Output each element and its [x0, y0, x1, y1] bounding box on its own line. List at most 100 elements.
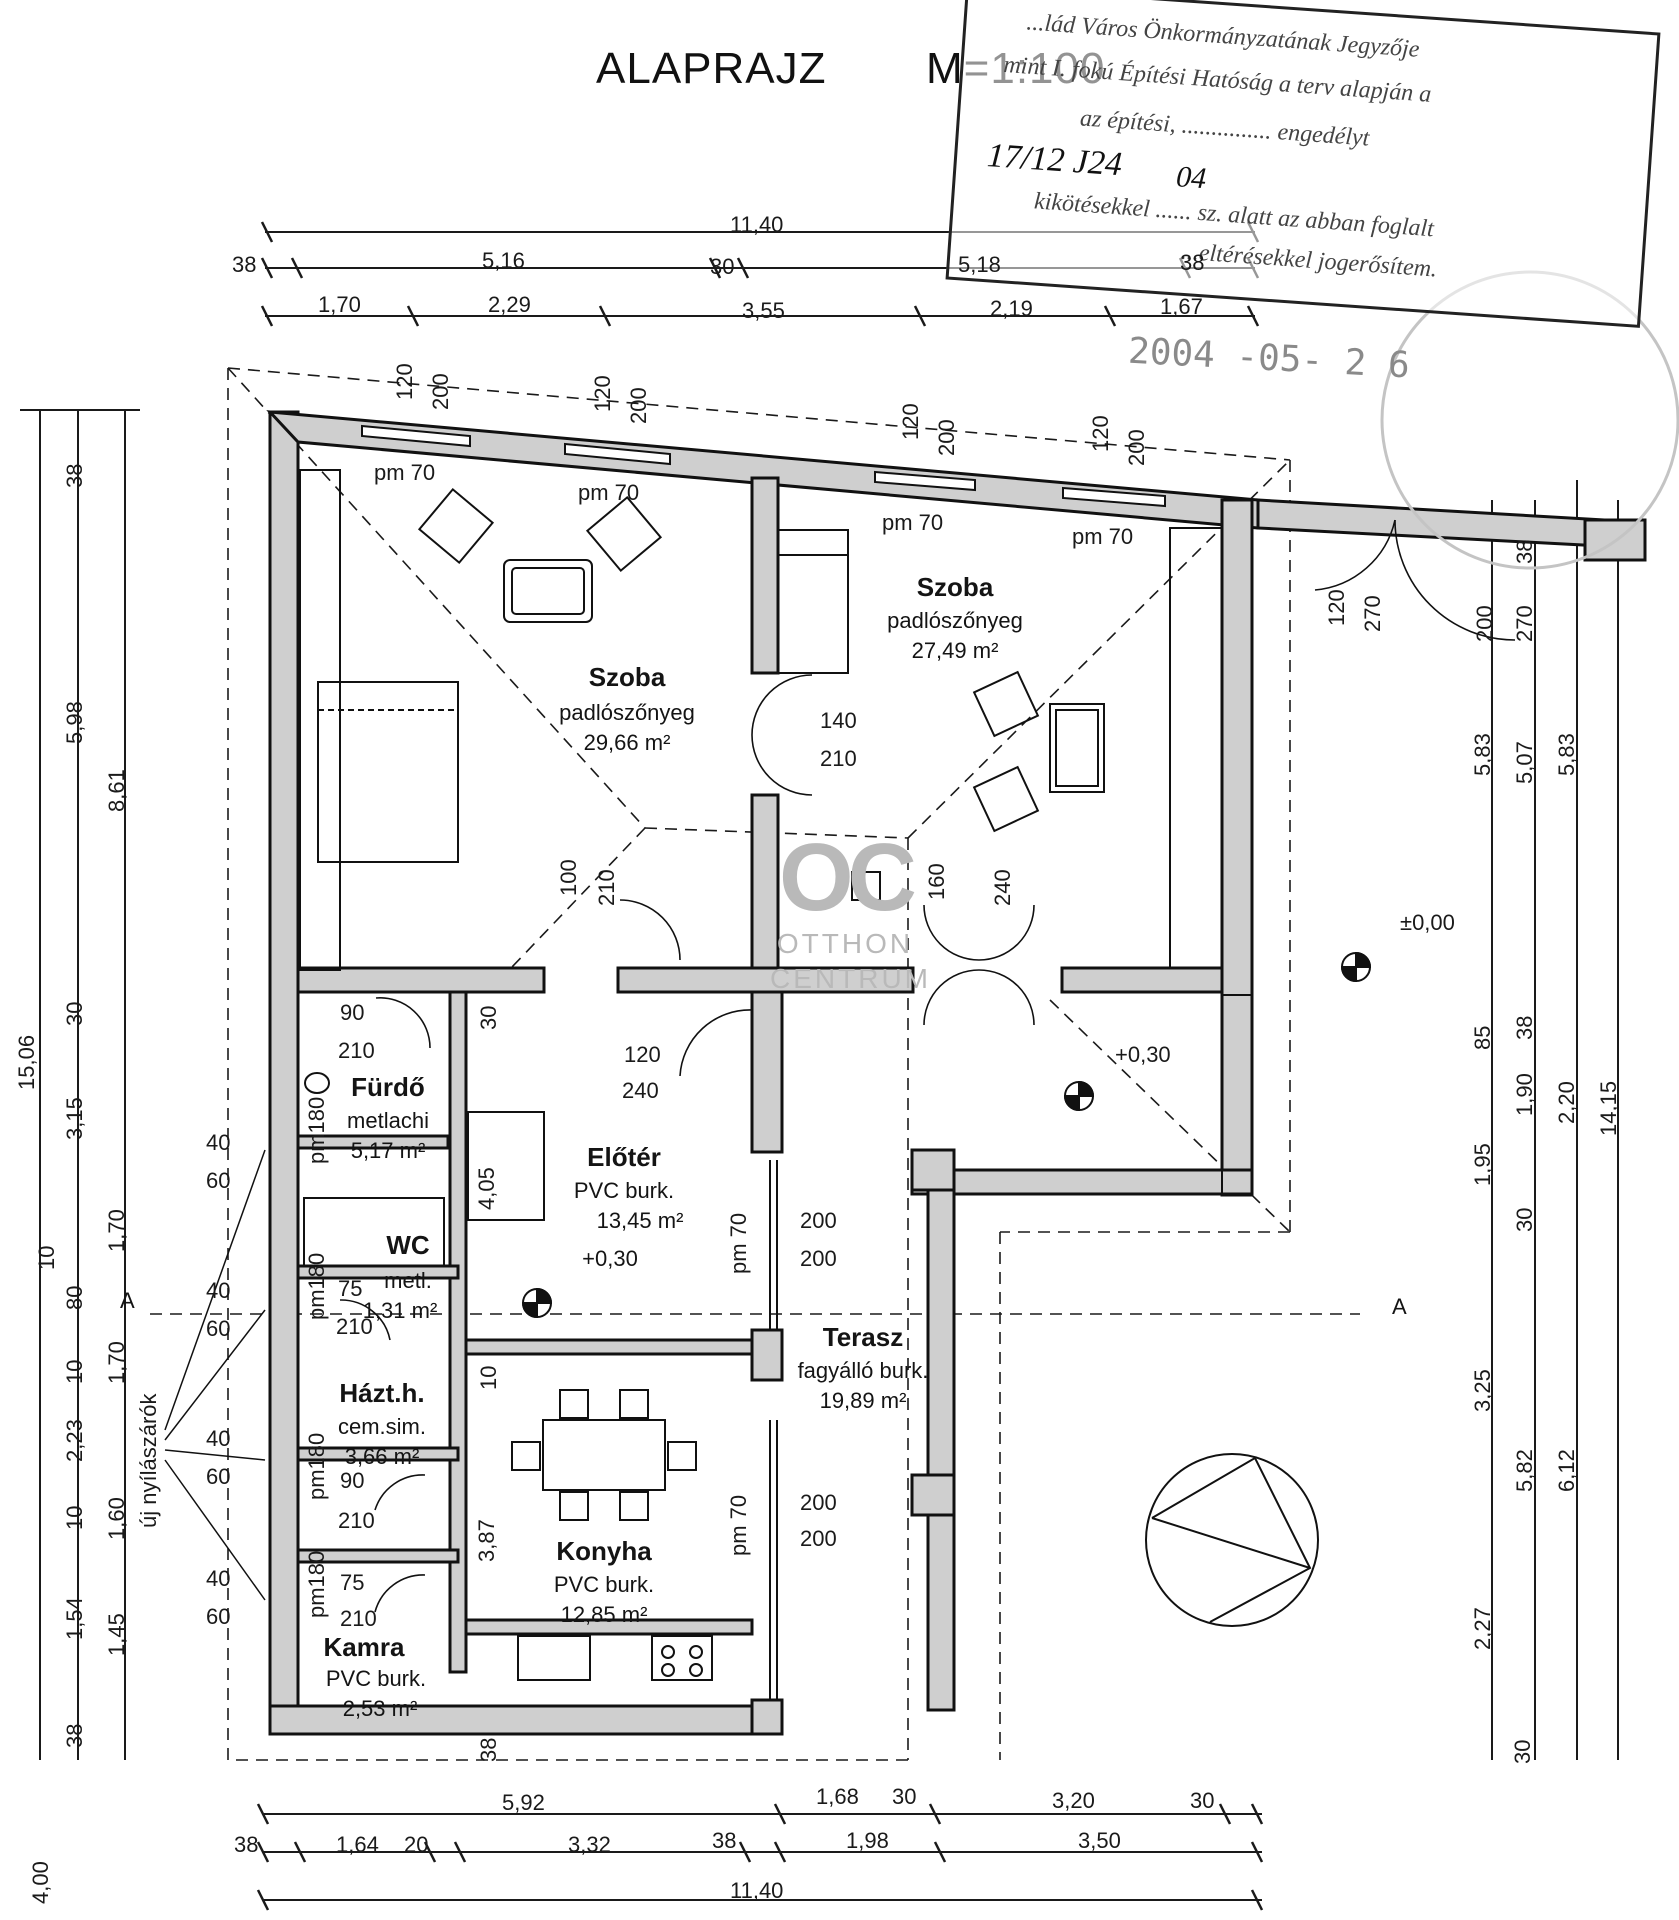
dim-left: 10	[62, 1505, 87, 1530]
dim-right: 1,90	[1512, 1073, 1537, 1116]
dim-right: 5,07	[1512, 741, 1537, 784]
dim-window: 200	[626, 387, 651, 424]
dim-bottom: 30	[892, 1784, 917, 1809]
dim-left: 8,61	[104, 769, 129, 812]
dim-left: 1,70	[104, 1341, 129, 1384]
dim-window: 200	[934, 419, 959, 456]
dim-door: 160	[924, 863, 949, 900]
room-furdo-area: 5,17 m²	[350, 1138, 426, 1163]
dim-window: 120	[392, 363, 417, 400]
room-konyha-floor: PVC burk.	[553, 1572, 655, 1597]
dim-bottom: 1,98	[846, 1828, 889, 1853]
dim-left: 30	[62, 1001, 87, 1026]
dim-left: 3,15	[62, 1097, 87, 1140]
room-furdo-floor: metlachi	[347, 1108, 429, 1133]
room-szoba-1-name: Szoba	[588, 662, 666, 692]
dim-door: 240	[622, 1078, 659, 1103]
dim-door: 75	[338, 1276, 363, 1301]
dim-bay: 120	[1324, 589, 1349, 626]
dim-door: 120	[624, 1042, 661, 1067]
dim-window: 120	[590, 375, 615, 412]
dim-top: 1,70	[318, 292, 361, 317]
plan-title: ALAPRAJZ	[596, 44, 827, 93]
dim-window: 120	[1088, 415, 1113, 452]
room-furdo-name: Fürdő	[351, 1072, 425, 1102]
room-konyha-name: Konyha	[556, 1536, 652, 1566]
room-eloter-level: +0,30	[582, 1246, 638, 1271]
dim-right: 6,12	[1554, 1449, 1579, 1492]
dim-right: 85	[1470, 1025, 1495, 1050]
dim-top: 30	[710, 254, 735, 279]
room-kamra-area: 2,53 m²	[342, 1696, 418, 1721]
dim-terrace-window: 200	[800, 1526, 837, 1551]
room-wc-name: WC	[386, 1230, 430, 1260]
dim-left: 38	[62, 1723, 87, 1748]
stamp-line: mint I. fokú Építési Hatóság a terv alap…	[1002, 51, 1433, 108]
dim-bottom: 30	[1190, 1788, 1215, 1813]
dim-door: 90	[340, 1000, 365, 1025]
dim-left-window: 40	[206, 1278, 231, 1303]
dim-pm: pm 70	[726, 1494, 751, 1556]
dim-top: 38	[1180, 250, 1205, 275]
dim-left: 1,45	[104, 1613, 129, 1656]
room-szoba-1-floor: padlószőnyeg	[559, 700, 695, 725]
dim-door: 140	[820, 708, 857, 733]
dim-left-window: 40	[206, 1426, 231, 1451]
dim-window: 200	[1124, 429, 1149, 466]
dim-top: 5,18	[958, 252, 1001, 277]
dim-inner: 3,87	[474, 1519, 499, 1562]
section-marker-left: A	[120, 1288, 135, 1313]
dim-left: 5,98	[62, 701, 87, 744]
dim-bottom: 20	[404, 1832, 429, 1857]
dim-left-window: 40	[206, 1566, 231, 1591]
dim-bay: 200	[1472, 605, 1497, 642]
dim-door: 90	[340, 1468, 365, 1493]
watermark-logo: OC	[779, 824, 917, 931]
room-eloter-floor: PVC burk.	[573, 1178, 675, 1203]
dim-bottom: 3,20	[1052, 1788, 1095, 1813]
dim-right: 5,83	[1470, 733, 1495, 776]
dim-right: 38	[1512, 1015, 1537, 1040]
dim-door: 210	[820, 746, 857, 771]
dim-door: 240	[990, 869, 1015, 906]
dim-left: 2,23	[62, 1419, 87, 1462]
dim-left-window: 60	[206, 1464, 231, 1489]
dim-bottom: 1,68	[816, 1784, 859, 1809]
dim-left: 4,00	[28, 1861, 53, 1904]
dim-left: 10	[62, 1359, 87, 1384]
dim-left: 15,06	[14, 1034, 39, 1090]
dim-door: 210	[594, 869, 619, 906]
dim-bottom: 3,32	[568, 1832, 611, 1857]
dim-top: 2,29	[488, 292, 531, 317]
dim-right: 30	[1512, 1207, 1537, 1232]
level-outside: ±0,00	[1400, 910, 1455, 935]
dim-right: 2,20	[1554, 1081, 1579, 1124]
stamp-line: ...lád Város Önkormányzatának Jegyzője	[1025, 9, 1421, 63]
dim-right: 38	[1512, 539, 1537, 564]
dim-bottom: 5,92	[502, 1790, 545, 1815]
dim-inner: 4,05	[474, 1167, 499, 1210]
room-konyha-area: 12,85 m²	[560, 1602, 648, 1627]
dim-door: 210	[340, 1606, 377, 1631]
room-szoba-1-area: 29,66 m²	[583, 730, 671, 755]
dim-terrace-window: 200	[800, 1208, 837, 1233]
dim-bay: 270	[1512, 605, 1537, 642]
dim-left: 1,70	[104, 1209, 129, 1252]
room-terasz-area: 19,89 m²	[819, 1388, 907, 1413]
dim-pm-v: pm180	[304, 1550, 329, 1618]
stamp-line: kikötésekkel ...... sz. alatt az abban f…	[1033, 188, 1435, 243]
watermark: OC OTTHON CENTRUM	[770, 824, 928, 996]
dim-left-window: 40	[206, 1130, 231, 1155]
room-terasz-floor: fagyálló burk.	[797, 1358, 929, 1383]
dim-left: 1,54	[62, 1597, 87, 1640]
dim-pm: pm 70	[374, 460, 436, 485]
dim-door: 75	[340, 1570, 365, 1595]
room-haztb-floor: cem.sim.	[338, 1414, 426, 1439]
dim-right: 3,25	[1470, 1369, 1495, 1412]
dim-bottom: 3,50	[1078, 1828, 1121, 1853]
room-szoba-2-floor: padlószőnyeg	[887, 608, 1023, 633]
dim-left: 10	[34, 1245, 59, 1270]
dim-top: 1,67	[1160, 294, 1203, 319]
dim-inner: 38	[476, 1737, 501, 1762]
